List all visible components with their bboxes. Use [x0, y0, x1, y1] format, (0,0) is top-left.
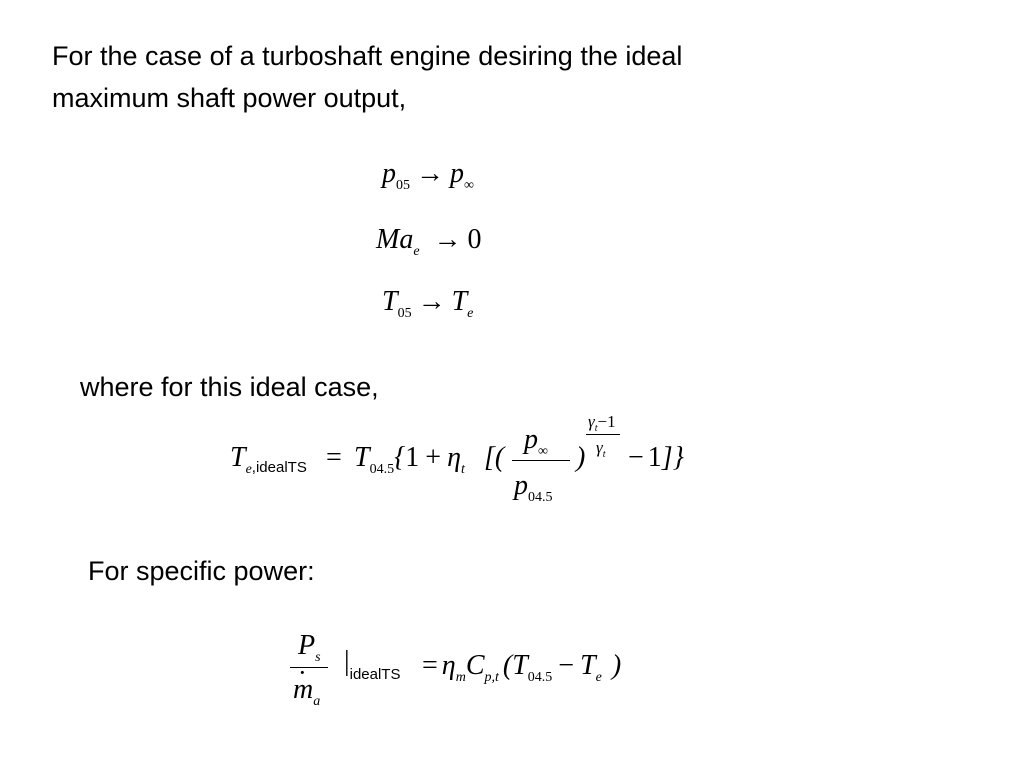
equals: =	[422, 650, 438, 681]
gamma-symbol: γ	[588, 412, 595, 431]
var: p	[382, 158, 396, 189]
eq1-exp-num: γt−1	[588, 412, 616, 434]
intro-line-1: For the case of a turboshaft engine desi…	[52, 41, 683, 71]
sub: 04.5	[527, 670, 553, 685]
minus-one: −1	[597, 412, 616, 431]
intro-line-2: maximum shaft power output,	[52, 83, 407, 113]
mdot: m·	[293, 658, 314, 706]
eq1-exponent-bar	[586, 434, 620, 435]
condition-mach: Mae →0	[376, 224, 482, 260]
eq1-tail: −1]}	[628, 442, 684, 474]
sub: s	[315, 650, 321, 665]
paren: )	[576, 442, 586, 473]
var: T	[512, 650, 528, 681]
minus: −	[558, 650, 575, 681]
var: T	[580, 650, 596, 681]
value: 0	[467, 224, 482, 255]
eq2-eval-bar: |idealTS	[344, 646, 400, 683]
bar: |	[344, 646, 350, 677]
sub: a	[313, 694, 321, 709]
specific-power-text: For specific power:	[88, 556, 315, 586]
sub: m	[455, 670, 466, 685]
eq2-frac-num: Ps	[298, 630, 321, 666]
sub: e	[467, 306, 474, 321]
var: C	[465, 650, 485, 681]
eta-symbol: η	[447, 442, 461, 473]
var: T	[230, 442, 246, 473]
sub: t	[594, 423, 598, 434]
arrow-symbol: →	[417, 286, 446, 317]
eq1-close-paren: )	[576, 442, 585, 474]
one: 1	[647, 442, 662, 473]
paren: (	[502, 650, 513, 681]
sub: e	[595, 670, 602, 685]
eq2-fraction-bar	[290, 667, 328, 668]
sub: 04.5	[528, 490, 553, 505]
dot-mark: ·	[298, 658, 307, 687]
arrow-symbol: →	[416, 158, 444, 189]
where-text: where for this ideal case,	[80, 372, 379, 402]
sub: t	[460, 462, 465, 477]
bracket: [	[484, 442, 495, 473]
sub: ∞	[464, 178, 474, 193]
sub: 05	[397, 306, 412, 321]
sub: 04.5	[369, 462, 395, 477]
plus: +	[425, 442, 442, 473]
var: p	[524, 424, 538, 455]
eq1-exp-den: γt	[596, 438, 605, 460]
eq2-frac-den: m·a	[293, 658, 321, 710]
condition-pressure: p05→p∞	[382, 158, 474, 194]
eta-symbol: η	[441, 650, 456, 681]
eq1-equals: =	[326, 442, 342, 473]
minus: −	[628, 442, 644, 473]
arrow-symbol: →	[433, 224, 462, 255]
var: p	[514, 470, 528, 501]
eq1-lhs: Te,idealTS	[230, 442, 307, 478]
sub: p,t	[484, 670, 499, 685]
var: P	[298, 630, 316, 661]
var: T	[354, 442, 370, 473]
paren: (	[494, 442, 505, 473]
brace: {	[394, 442, 406, 473]
gamma-symbol: γ	[596, 438, 603, 457]
sub: idealTS	[349, 666, 401, 683]
sub: 05	[396, 178, 410, 193]
one: 1	[405, 442, 420, 473]
sub: t	[602, 449, 606, 460]
eq1-frac-num: p∞	[524, 424, 548, 460]
condition-temperature: T05→Te	[382, 286, 473, 322]
eq1-fraction-bar	[512, 460, 570, 461]
eq1-frac-den: p04.5	[514, 470, 553, 506]
var: p	[450, 158, 464, 189]
sub: ∞	[538, 444, 548, 459]
sub: e	[245, 462, 252, 477]
var: T	[451, 286, 468, 317]
var: Ma	[376, 224, 414, 255]
sub: e	[413, 244, 420, 259]
eq1-open-brackets: [(	[484, 442, 504, 474]
eq1-t04: T04.5{1+ηt	[354, 442, 465, 478]
paren: )	[611, 650, 622, 681]
sub: ,idealTS	[251, 459, 307, 476]
var: m	[293, 674, 314, 705]
var: T	[382, 286, 398, 317]
eq2-rhs: =ηmCp,t(T04.5−Te)	[422, 650, 621, 686]
close-brackets: ]}	[661, 442, 684, 473]
